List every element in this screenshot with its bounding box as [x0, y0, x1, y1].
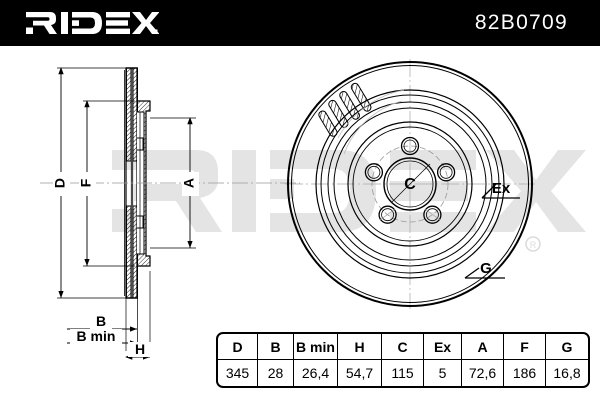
table-value-cell: 115 — [382, 360, 424, 386]
table-header-cell: A — [462, 334, 504, 360]
table-header-cell: F — [504, 334, 546, 360]
callout-label-G: G — [480, 260, 492, 277]
table-value-cell: 72,6 — [462, 360, 504, 386]
table-header-row: D B B min H C Ex A F G — [218, 334, 588, 360]
table-value-cell: 345 — [218, 360, 258, 386]
table-value-cell: 16,8 — [553, 365, 581, 381]
brake-disc-drawing: D F A B B min H — [40, 59, 535, 360]
table-value-cell: 5 — [424, 360, 462, 386]
table-header-cell: C — [382, 334, 424, 360]
table-header-cell: D — [218, 334, 258, 360]
dimension-annotations-thickness — [67, 271, 152, 360]
part-number-label: 82B0709 — [474, 11, 568, 34]
table-value-cell: 28 — [258, 360, 294, 386]
dimension-label-A: A — [181, 178, 197, 188]
ridex-logo-icon — [26, 12, 159, 34]
svg-text:R: R — [530, 240, 537, 250]
spec-table-layer: D B B min H C Ex A F G 345 28 26,4 54,7 … — [0, 46, 600, 400]
callout-label-C: C — [404, 176, 416, 193]
table-header-cell: B — [258, 334, 294, 360]
callout-label-Ex: Ex — [492, 180, 511, 197]
front-view-disc — [285, 59, 535, 309]
dimension-label-H: H — [135, 341, 145, 357]
technical-drawing-canvas: R — [0, 46, 600, 400]
dimension-label-B: B — [96, 313, 106, 329]
table-value-cell: 26,4 — [294, 360, 338, 386]
table-value-cell: 54,7 — [338, 360, 382, 386]
dimension-label-D: D — [52, 178, 68, 188]
ridex-watermark: R — [112, 150, 586, 252]
table-header-cell: H — [338, 334, 382, 360]
dimension-label-F: F — [78, 178, 94, 187]
table-header-cell: G — [546, 334, 588, 360]
table-header-cell: Ex — [424, 334, 462, 360]
brake-disc-specification-table: D B B min H C Ex A F G 345 28 26,4 54,7 … — [216, 332, 590, 388]
table-value-row: 345 28 26,4 54,7 115 5 72,6 186 16,8 — [218, 360, 588, 386]
dimension-label-Bmin: B min — [77, 328, 116, 344]
table-value-cell: 186 — [504, 360, 546, 386]
dimension-annotations-section — [53, 67, 199, 299]
front-view-callouts — [464, 183, 520, 279]
header-bar: 82B0709 — [0, 0, 600, 46]
table-header-cell: B min — [294, 334, 338, 360]
